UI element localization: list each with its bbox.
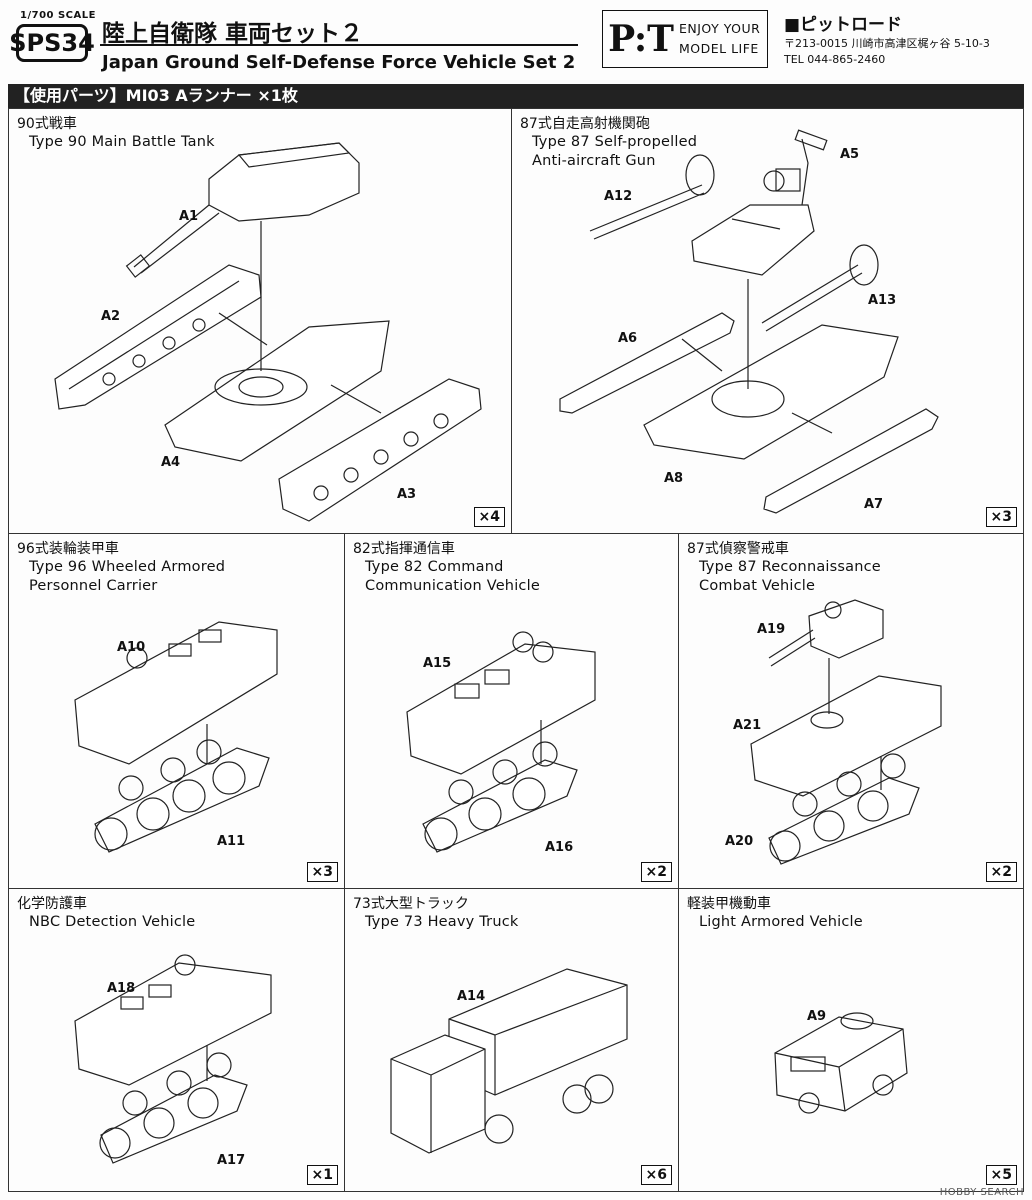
type96-assembly-drawing <box>74 621 278 853</box>
vehicle-name-en-line: Type 90 Main Battle Tank <box>29 134 215 150</box>
part-label-a12: A12 <box>604 189 633 204</box>
title-japanese: 陸上自衛隊 車両セット２ <box>102 21 364 47</box>
vehicle-name-en-line: Type 87 Self-propelled <box>532 134 698 150</box>
vehicle-name-en-line: Type 73 Heavy Truck <box>365 914 519 930</box>
logo-slogan-line1: ENJOY YOUR <box>679 21 761 36</box>
maker-address: 〒213-0015 川崎市高津区梶ヶ谷 5-10-3 TEL 044-865-2… <box>784 36 990 68</box>
vehicle-name-en-line: Anti-aircraft Gun <box>532 153 656 169</box>
vehicle-name-en: Type 90 Main Battle Tank <box>29 133 215 152</box>
quantity-badge: ×2 <box>985 862 1017 882</box>
logo-slogan: ENJOY YOUR MODEL LIFE <box>679 19 760 59</box>
vehicle-name-en: NBC Detection Vehicle <box>29 913 195 932</box>
part-label-a8: A8 <box>664 471 684 486</box>
quantity-badge: ×2 <box>640 862 672 882</box>
part-label-a21: A21 <box>733 718 762 733</box>
watermark: HOBBY SEARCH <box>939 1187 1024 1198</box>
vehicle-name-jp: 87式偵察警戒車 <box>687 541 789 557</box>
vehicle-name-jp: 87式自走高射機関砲 <box>520 116 650 132</box>
part-label-a5: A5 <box>840 147 860 162</box>
title-english: Japan Ground Self-Defense Force Vehicle … <box>102 52 576 73</box>
part-label-a1: A1 <box>179 209 199 224</box>
vehicle-name-jp: 82式指揮通信車 <box>353 541 455 557</box>
pit-road-logo: P:T ENJOY YOUR MODEL LIFE <box>602 10 768 68</box>
vehicle-name-en-line: Type 96 Wheeled Armored <box>29 559 226 575</box>
part-label-a20: A20 <box>725 834 754 849</box>
part-label-a14: A14 <box>457 989 486 1004</box>
vehicle-name-en: Type 87 Self-propelled Anti-aircraft Gun <box>532 133 697 171</box>
vehicle-name-en: Type 96 Wheeled Armored Personnel Carrie… <box>29 558 225 596</box>
panel-type96-apc: 96式装輪装甲車 Type 96 Wheeled Armored Personn… <box>8 533 345 889</box>
part-label-a6: A6 <box>618 331 638 346</box>
panel-light-armored-vehicle: 軽装甲機動車 Light Armored Vehicle A9 ×5 <box>678 888 1024 1192</box>
panel-nbc-vehicle: 化学防護車 NBC Detection Vehicle A18 A17 ×1 <box>8 888 345 1192</box>
part-label-a11: A11 <box>217 834 246 849</box>
part-label-a13: A13 <box>868 293 897 308</box>
tel-line: TEL 044-865-2460 <box>784 53 886 66</box>
type90-assembly-drawing <box>54 142 482 522</box>
vehicle-name-en: Type 73 Heavy Truck <box>365 913 519 932</box>
vehicle-name-en: Type 87 Reconnaissance Combat Vehicle <box>699 558 881 596</box>
type73-truck-drawing <box>390 968 628 1154</box>
part-label-a16: A16 <box>545 840 574 855</box>
nbc-assembly-drawing <box>74 954 272 1164</box>
vehicle-name-en-line: Personnel Carrier <box>29 578 158 594</box>
panel-type90-tank: 90式戦車 Type 90 Main Battle Tank <box>8 108 512 534</box>
vehicle-name-jp: 化学防護車 <box>17 896 87 912</box>
vehicle-name-jp: 軽装甲機動車 <box>687 896 771 912</box>
vehicle-name-en: Type 82 Command Communication Vehicle <box>365 558 540 596</box>
vehicle-name-en-line: Communication Vehicle <box>365 578 540 594</box>
part-label-a7: A7 <box>864 497 884 512</box>
quantity-badge: ×1 <box>306 1165 338 1185</box>
quantity-badge: ×6 <box>640 1165 672 1185</box>
product-code-badge: SPS34 <box>9 24 95 62</box>
panel-type87-aa-gun: 87式自走高射機関砲 Type 87 Self-propelled Anti-a… <box>511 108 1024 534</box>
title-divider <box>100 44 578 46</box>
vehicle-name-en-line: NBC Detection Vehicle <box>29 914 196 930</box>
part-label-a19: A19 <box>757 622 786 637</box>
type87-aa-assembly-drawing <box>559 129 939 514</box>
scale-label: 1/700 SCALE <box>20 10 96 21</box>
quantity-badge: ×3 <box>985 507 1017 527</box>
part-label-a18: A18 <box>107 981 136 996</box>
vehicle-name-jp: 73式大型トラック <box>353 896 469 912</box>
part-label-a4: A4 <box>161 455 181 470</box>
address-line: 〒213-0015 川崎市高津区梶ヶ谷 5-10-3 <box>784 37 990 50</box>
vehicle-name-jp: 90式戦車 <box>17 116 77 132</box>
part-label-a9: A9 <box>807 1009 827 1024</box>
vehicle-name-en-line: Type 82 Command <box>365 559 504 575</box>
quantity-badge: ×5 <box>985 1165 1017 1185</box>
type82-assembly-drawing <box>406 631 596 853</box>
panel-type87-recon: 87式偵察警戒車 Type 87 Reconnaissance Combat V… <box>678 533 1024 889</box>
part-label-a17: A17 <box>217 1153 246 1168</box>
part-label-a3: A3 <box>397 487 417 502</box>
maker-name: ■ピットロード <box>784 15 903 35</box>
part-label-a2: A2 <box>101 309 121 324</box>
part-label-a10: A10 <box>117 640 146 655</box>
part-label-a15: A15 <box>423 656 452 671</box>
panel-type82-command: 82式指揮通信車 Type 82 Command Communication V… <box>344 533 679 889</box>
vehicle-name-en-line: Combat Vehicle <box>699 578 816 594</box>
panel-type73-truck: 73式大型トラック Type 73 Heavy Truck A14 ×6 <box>344 888 679 1192</box>
logo-slogan-line2: MODEL LIFE <box>679 41 759 56</box>
type87-recon-assembly-drawing <box>750 599 942 865</box>
logo-mark: P:T <box>608 18 674 60</box>
vehicle-name-en-line: Light Armored Vehicle <box>699 914 863 930</box>
lav-drawing <box>774 1012 908 1114</box>
parts-used-bar: 【使用パーツ】MI03 Aランナー ×1枚 <box>8 84 1024 108</box>
vehicle-name-en-line: Type 87 Reconnaissance <box>699 559 881 575</box>
quantity-badge: ×3 <box>306 862 338 882</box>
vehicle-name-jp: 96式装輪装甲車 <box>17 541 119 557</box>
vehicle-name-en: Light Armored Vehicle <box>699 913 863 932</box>
quantity-badge: ×4 <box>473 507 505 527</box>
